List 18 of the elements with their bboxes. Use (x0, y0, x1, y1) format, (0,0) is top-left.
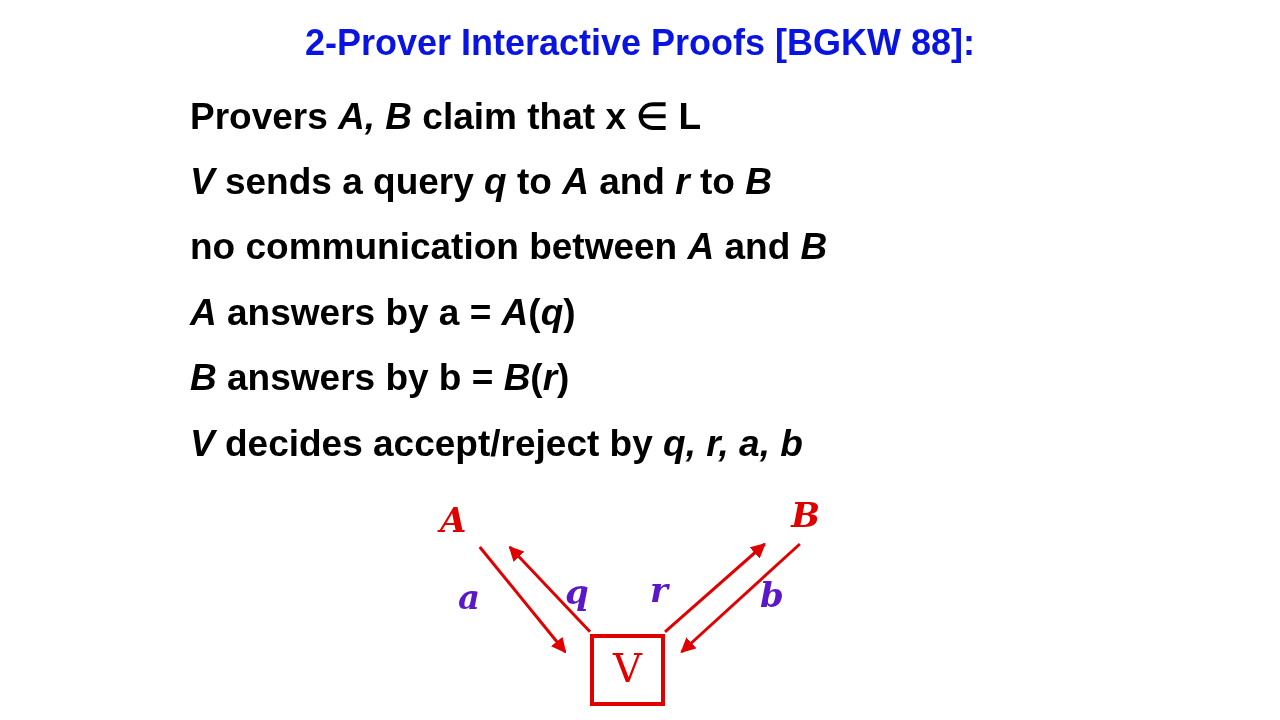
statement-text: no communication between A and B (190, 226, 828, 268)
verifier-box (590, 634, 665, 706)
slide-title: 2-Prover Interactive Proofs [BGKW 88]: (303, 22, 977, 64)
statement-text: V sends a query q to A and r to B (190, 160, 772, 203)
edge-label: a (458, 580, 481, 614)
statement-text: V decides accept/reject by q, r, a, b (190, 422, 803, 465)
edge-label: r (650, 573, 668, 607)
arrow (508, 545, 592, 633)
statement-text: A answers by a = A(q) (190, 291, 576, 334)
edge-label: q (565, 575, 589, 609)
statement-text: Provers A, B claim that x ∈ L (190, 95, 702, 138)
arrow (478, 546, 567, 654)
arrow (680, 542, 801, 654)
edge-label: b (760, 578, 784, 612)
prover-label: B (791, 498, 820, 532)
statement-text: B answers by b = B(r) (190, 357, 570, 399)
arrow (664, 542, 766, 633)
node-label: V (611, 648, 644, 688)
